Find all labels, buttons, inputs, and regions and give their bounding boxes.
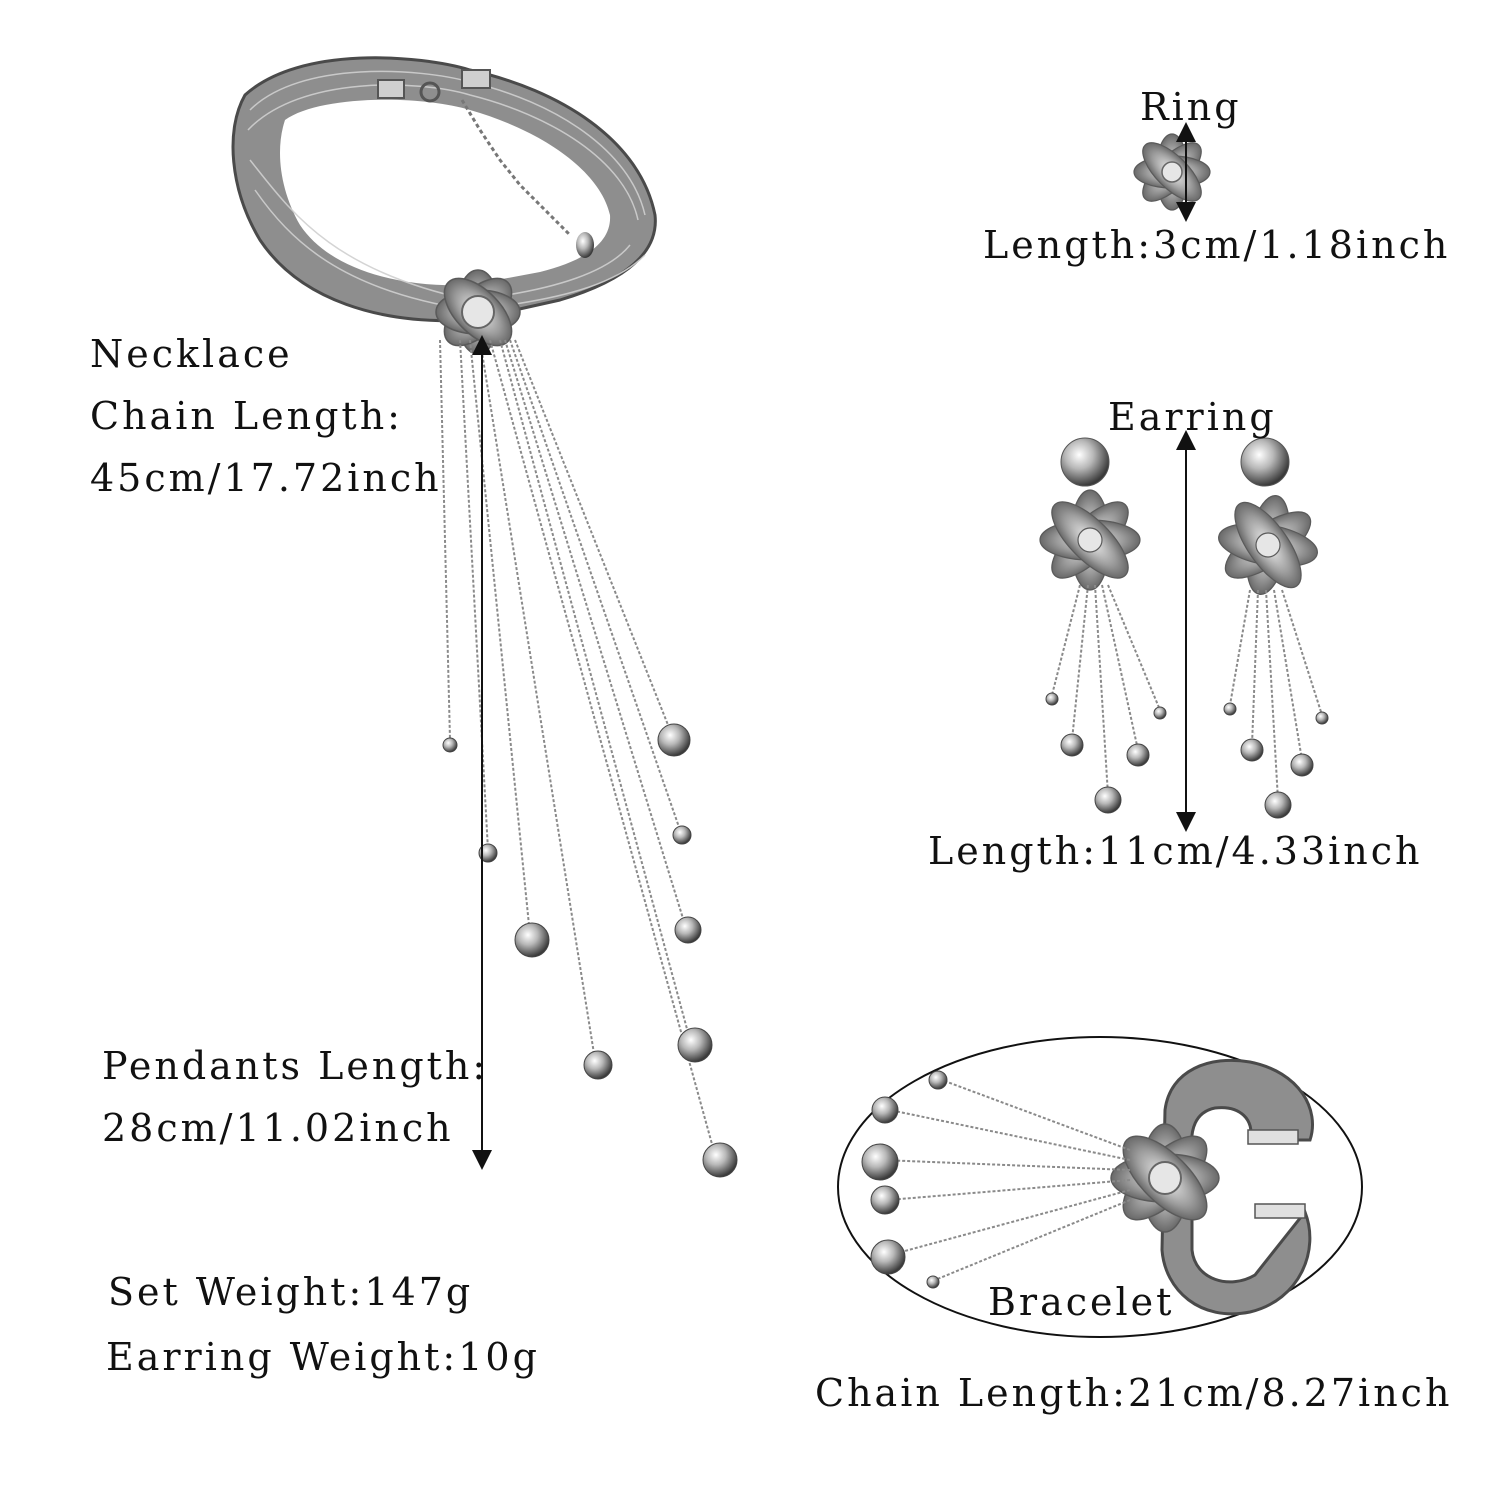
- set-weight: Set Weight:147g: [108, 1270, 474, 1314]
- necklace-pendant-balls: [442, 723, 738, 1178]
- bracelet-flower: [1110, 1123, 1220, 1233]
- pendants-length-value: 28cm/11.02inch: [102, 1106, 454, 1150]
- earring-title: Earring: [1108, 395, 1277, 439]
- earring-weight: Earring Weight:10g: [106, 1335, 540, 1379]
- ring-flower: [1133, 133, 1211, 211]
- ring-length: Length:3cm/1.18inch: [983, 223, 1451, 267]
- ring-title: Ring: [1140, 85, 1242, 129]
- bracelet-frame: [837, 1036, 1363, 1338]
- earring-left: [1039, 437, 1167, 814]
- bracelet-title: Bracelet: [988, 1280, 1175, 1324]
- necklace-chain-value: 45cm/17.72inch: [90, 456, 442, 500]
- necklace-pendants: [439, 339, 716, 1156]
- necklace-choker: [231, 56, 657, 323]
- necklace-flower: [435, 269, 521, 355]
- bracelet-balls: [861, 1070, 948, 1289]
- bracelet-chains: [881, 1079, 1131, 1281]
- bracelet-chain-length: Chain Length:21cm/8.27inch: [815, 1371, 1453, 1415]
- earring-right: [1218, 437, 1329, 819]
- necklace-title: Necklace: [90, 332, 293, 376]
- necklace-chain-label: Chain Length:: [90, 394, 403, 438]
- pendants-length-label: Pendants Length:: [102, 1044, 489, 1088]
- earring-length: Length:11cm/4.33inch: [928, 829, 1423, 873]
